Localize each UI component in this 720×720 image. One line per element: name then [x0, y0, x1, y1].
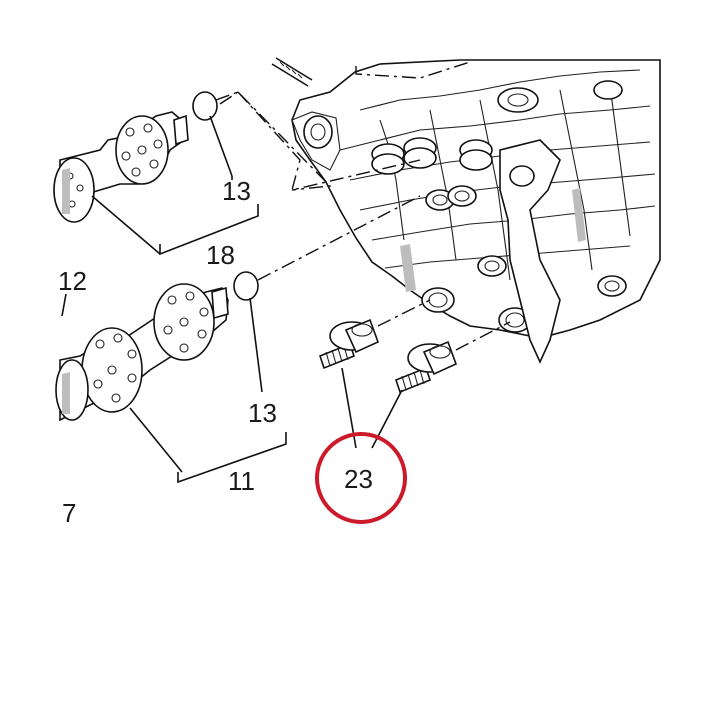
stud-bolt-left [319, 318, 380, 370]
label-11: 11 [228, 466, 255, 496]
label-18: 18 [206, 240, 235, 270]
o-ring-lower [233, 271, 259, 301]
stud-bolt-right [395, 340, 458, 394]
camshaft-upper [53, 111, 189, 223]
alignment-line-upper [215, 91, 332, 191]
alignment-line-bolt-right [455, 321, 511, 351]
label-13-upper: 13 [222, 176, 251, 206]
label-12: 12 [58, 266, 87, 296]
o-ring-upper [192, 91, 218, 121]
cylinder-head [271, 57, 661, 364]
label-13-lower: 13 [248, 398, 277, 428]
highlight-circle [315, 432, 407, 524]
alignment-line-lower [257, 195, 421, 281]
bracket-18 [159, 204, 259, 256]
alignment-line-bolt-left [377, 299, 431, 327]
alignment-line-upper-2 [237, 91, 421, 191]
camshaft-lower [55, 283, 229, 422]
label-23: 23 [344, 464, 373, 494]
bracket-11 [177, 432, 287, 484]
label-7: 7 [62, 498, 76, 528]
